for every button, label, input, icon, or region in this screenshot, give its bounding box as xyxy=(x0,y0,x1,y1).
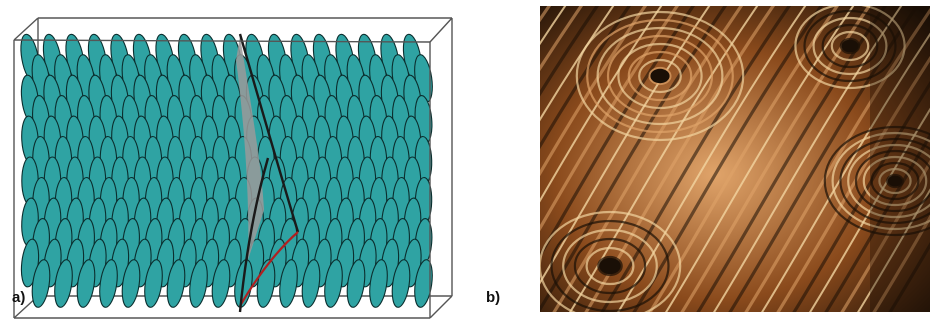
box-depth-edge xyxy=(430,18,452,42)
panel-a-smectic-model: a) xyxy=(0,0,470,328)
texture-band xyxy=(478,0,508,322)
micrograph-area xyxy=(478,0,938,322)
focal-conic-core xyxy=(650,69,669,83)
box-depth-edge xyxy=(430,296,452,318)
smectic-layer-illustration xyxy=(0,0,470,328)
panel-b-micrograph: b) xyxy=(478,0,938,328)
panel-b-label: b) xyxy=(486,289,500,306)
texture-band xyxy=(478,0,524,322)
texture-band xyxy=(478,0,540,322)
panel-a-label: a) xyxy=(12,289,25,306)
polarized-micrograph-texture xyxy=(478,0,938,328)
edge-shading xyxy=(870,6,930,312)
focal-conic-core xyxy=(599,258,621,274)
focal-conic-core xyxy=(842,40,859,53)
texture-band xyxy=(478,0,492,322)
